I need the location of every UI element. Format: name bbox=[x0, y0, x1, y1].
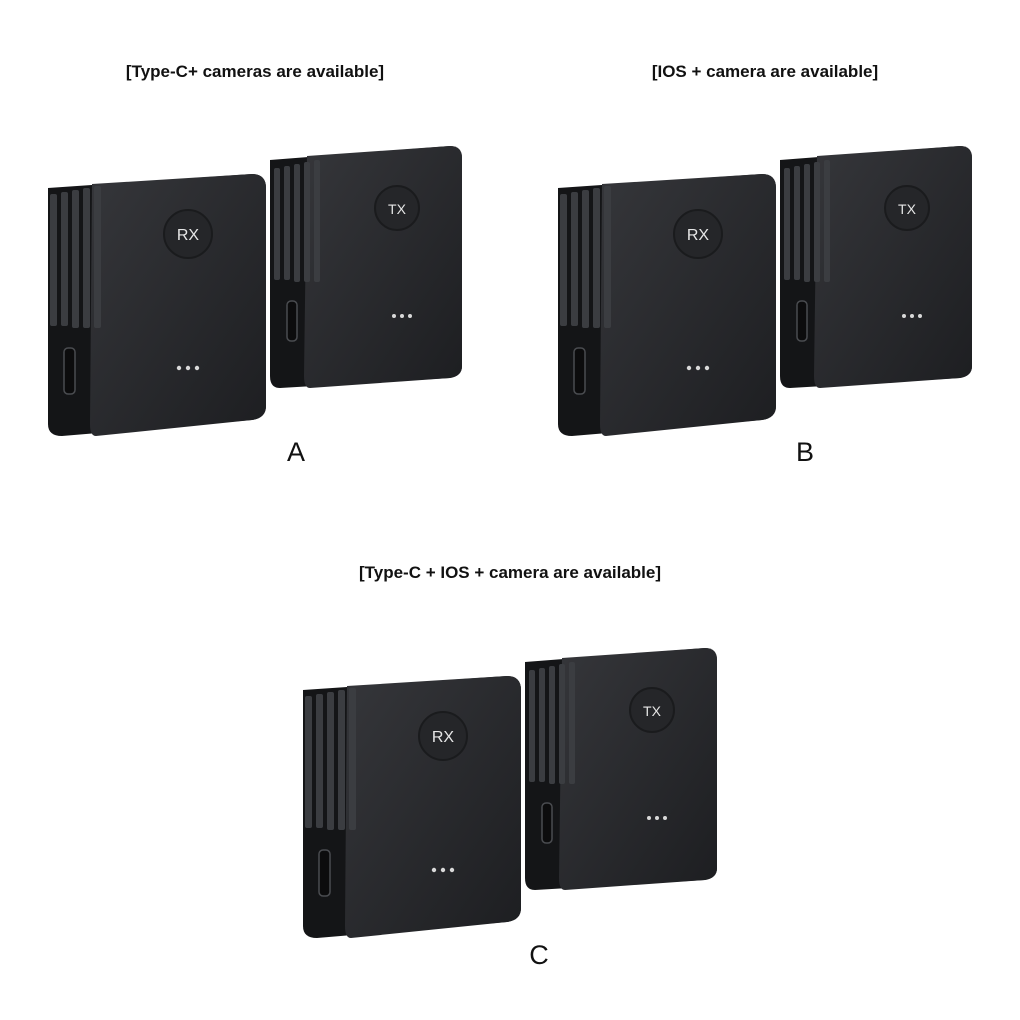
transmitter-label-disc bbox=[884, 185, 930, 231]
receiver-label: RX bbox=[177, 227, 200, 244]
transmitter-label-disc bbox=[374, 185, 420, 231]
transmitter-led-3 bbox=[663, 816, 667, 820]
receiver-label-disc bbox=[418, 711, 468, 761]
transmitter-led-3 bbox=[408, 314, 412, 318]
receiver-usb-port bbox=[318, 849, 331, 897]
receiver-led-3 bbox=[449, 867, 455, 873]
transmitter-device: TX bbox=[780, 146, 972, 388]
transmitter-label: TX bbox=[898, 201, 917, 217]
transmitter-fins bbox=[784, 160, 830, 282]
transmitter-led-1 bbox=[647, 816, 651, 820]
receiver-led-3 bbox=[194, 365, 200, 371]
product-image: TX RX bbox=[48, 146, 462, 436]
product-photo-c: TX RX bbox=[297, 638, 737, 958]
receiver-device: RX bbox=[48, 174, 266, 436]
receiver-usb-port bbox=[63, 347, 76, 395]
transmitter-led-2 bbox=[910, 314, 914, 318]
receiver-device: RX bbox=[558, 174, 776, 436]
transmitter-led-1 bbox=[392, 314, 396, 318]
transmitter-usb-port bbox=[286, 300, 298, 342]
receiver-led-1 bbox=[431, 867, 437, 873]
receiver-label: RX bbox=[432, 729, 455, 746]
caption-c: [Type-C + IOS + camera are available] bbox=[358, 563, 662, 582]
receiver-fins bbox=[560, 186, 611, 328]
receiver-led-1 bbox=[686, 365, 692, 371]
caption-a: [Type-C+ cameras are available] bbox=[125, 62, 385, 81]
product-photo-b: TX RX bbox=[552, 136, 992, 456]
receiver-fins bbox=[305, 688, 356, 830]
receiver-label: RX bbox=[687, 227, 710, 244]
letter-a: A bbox=[286, 437, 306, 467]
caption-b: [IOS + camera are available] bbox=[651, 62, 879, 81]
transmitter-fins bbox=[529, 662, 575, 784]
transmitter-led-2 bbox=[655, 816, 659, 820]
product-photo-a: TX RX bbox=[42, 136, 482, 456]
product-image: TX RX bbox=[303, 648, 717, 938]
receiver-led-2 bbox=[185, 365, 191, 371]
transmitter-led-2 bbox=[400, 314, 404, 318]
transmitter-fins bbox=[274, 160, 320, 282]
product-image: TX RX bbox=[558, 146, 972, 436]
receiver-usb-port bbox=[573, 347, 586, 395]
transmitter-device: TX bbox=[525, 648, 717, 890]
letter-b: B bbox=[795, 437, 815, 467]
transmitter-led-3 bbox=[918, 314, 922, 318]
transmitter-usb-port bbox=[796, 300, 808, 342]
transmitter-device: TX bbox=[270, 146, 462, 388]
receiver-fins bbox=[50, 186, 101, 328]
transmitter-usb-port bbox=[541, 802, 553, 844]
letter-c: C bbox=[529, 940, 549, 970]
receiver-label-disc bbox=[673, 209, 723, 259]
receiver-led-1 bbox=[176, 365, 182, 371]
receiver-led-3 bbox=[704, 365, 710, 371]
receiver-device: RX bbox=[303, 676, 521, 938]
transmitter-label: TX bbox=[643, 703, 662, 719]
receiver-led-2 bbox=[440, 867, 446, 873]
receiver-label-disc bbox=[163, 209, 213, 259]
transmitter-led-1 bbox=[902, 314, 906, 318]
transmitter-label-disc bbox=[629, 687, 675, 733]
transmitter-label: TX bbox=[388, 201, 407, 217]
receiver-led-2 bbox=[695, 365, 701, 371]
